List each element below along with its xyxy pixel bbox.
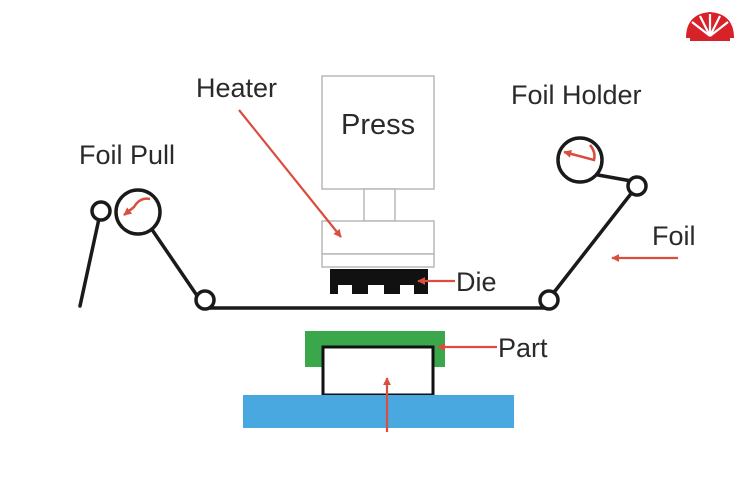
foil-pull-label: Foil Pull	[79, 140, 175, 170]
press-label: Press	[341, 109, 415, 141]
left-idler-roller	[194, 289, 216, 311]
die-label: Die	[456, 267, 497, 297]
heater-label: Heater	[196, 73, 277, 103]
press-box	[321, 75, 435, 190]
foil-pull-rotation-arrow	[123, 197, 151, 216]
base-platform	[243, 395, 514, 428]
foil-holder-idler	[626, 175, 648, 197]
foil-holder-roller	[556, 136, 604, 184]
part-label: Part	[498, 333, 548, 363]
die-shape	[330, 269, 428, 294]
foil-web	[78, 173, 639, 310]
right-idler-roller	[538, 289, 560, 311]
foil-holder-rotation-arrow	[563, 144, 596, 162]
foil-pull-roller	[114, 188, 162, 236]
heater-pointer-arrow	[238, 109, 342, 238]
part-body	[321, 345, 435, 397]
shell-logo-icon	[686, 12, 734, 41]
heater-block	[321, 220, 435, 255]
press-stem	[363, 188, 396, 222]
foil-label: Foil	[652, 221, 696, 251]
foil-pull-idler	[90, 200, 112, 222]
foil-holder-label: Foil Holder	[511, 80, 642, 110]
heater-plate	[321, 253, 435, 268]
